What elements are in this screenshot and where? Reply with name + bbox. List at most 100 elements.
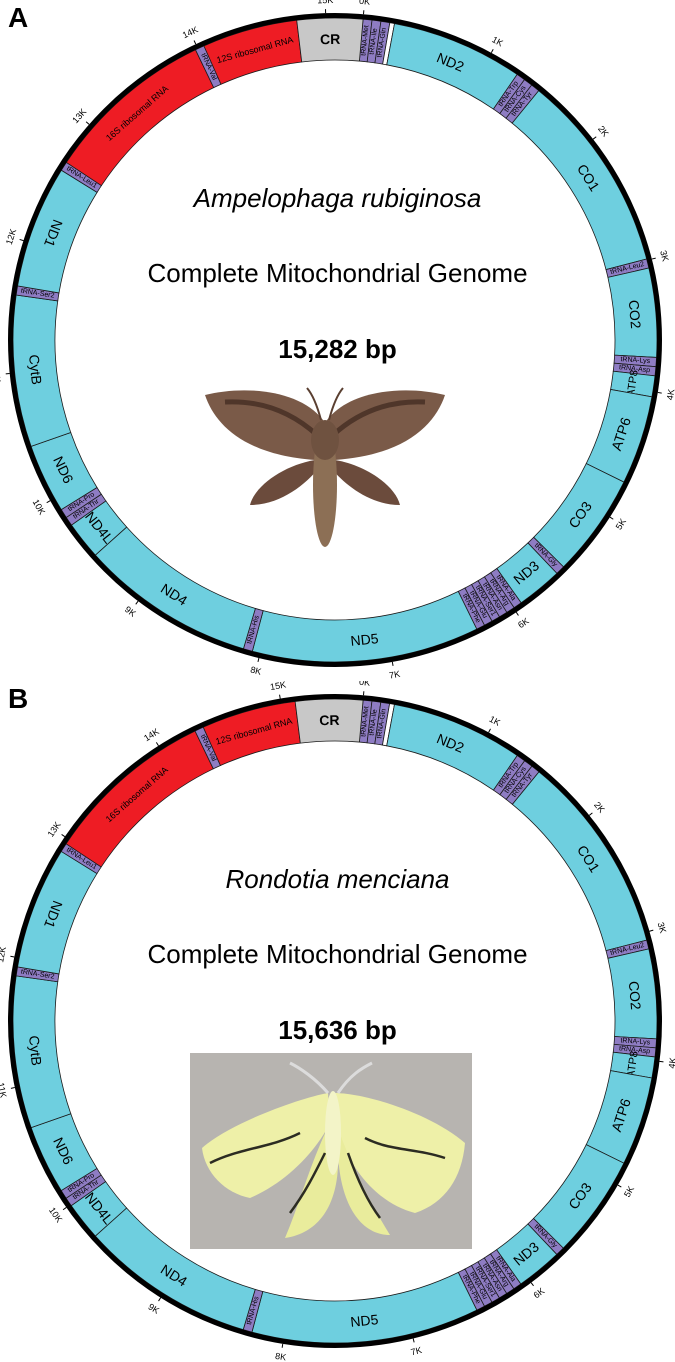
tick-mark <box>412 1338 415 1343</box>
tick-label: 10K <box>47 1205 64 1224</box>
tick-mark <box>651 257 656 260</box>
gene-label: tRNA-Ile <box>369 28 379 55</box>
tick-mark <box>46 500 51 504</box>
tick-label: 1K <box>488 714 502 728</box>
tick-label: 5K <box>614 517 628 532</box>
gene-segment <box>65 730 214 868</box>
gene-label: tRNA-Ile <box>369 709 379 736</box>
gene-label: ATP8 <box>625 1050 641 1078</box>
tick-mark <box>530 1282 534 1287</box>
yellow-moth-photo <box>190 1053 472 1249</box>
tick-mark <box>279 694 281 699</box>
tick-label: 3K <box>656 921 669 934</box>
tick-label: 14K <box>181 24 200 40</box>
genome-subtitle: Complete Mitochondrial Genome <box>147 939 528 969</box>
gene-label: ATP8 <box>625 369 641 397</box>
tick-mark <box>62 1207 67 1211</box>
tick-mark <box>657 391 662 394</box>
gene-segment <box>251 590 478 663</box>
tick-mark <box>135 600 139 605</box>
tick-mark <box>281 1343 284 1348</box>
tick-label: 0K <box>359 681 371 688</box>
gene-label: CytB <box>26 354 45 386</box>
gene-label: tRNA-Met <box>360 706 370 737</box>
gene-label: CO2 <box>626 980 644 1010</box>
gene-label: tRNA-Met <box>360 25 370 56</box>
genome-ring <box>8 13 662 667</box>
tick-label: 7K <box>410 1345 423 1357</box>
tick-label: 3K <box>658 249 670 262</box>
tick-mark <box>592 136 597 140</box>
gene-segment <box>511 771 648 952</box>
gene-label: ND5 <box>350 1311 380 1330</box>
gene-segment <box>65 49 215 187</box>
gene-label: tRNA-Gln <box>376 27 388 58</box>
genome-ring <box>8 694 662 1348</box>
tick-label: 9K <box>146 1301 161 1315</box>
tick-label: 15K <box>317 0 333 5</box>
tick-label: 11K <box>0 1082 9 1099</box>
tick-label: 14K <box>142 726 161 743</box>
tick-label: 9K <box>123 604 138 619</box>
tick-label: 15K <box>269 681 286 692</box>
tick-label: 4K <box>665 388 675 400</box>
tick-mark <box>490 49 494 54</box>
tick-label: 0K <box>359 0 371 7</box>
tick-mark <box>649 929 654 932</box>
gene-label: ND5 <box>350 630 380 649</box>
tick-label: 12K <box>4 228 18 246</box>
tick-mark <box>193 40 197 45</box>
tick-label: 11K <box>0 367 3 383</box>
tick-mark <box>158 1297 162 1302</box>
tick-label: 2K <box>592 800 607 815</box>
gene-segment <box>294 698 364 744</box>
panel-label: B <box>8 683 29 714</box>
tick-mark <box>617 1184 622 1188</box>
tick-label: 6K <box>516 616 531 630</box>
genome-size: 15,636 bp <box>278 1015 397 1045</box>
genome-map-b: tRNA-MettRNA-IletRNA-GlnND2tRNA-TrptRNA-… <box>0 681 675 1362</box>
tick-label: 1K <box>490 34 504 48</box>
gene-label: CR <box>320 31 340 47</box>
tick-mark <box>488 728 491 733</box>
tick-label: 8K <box>274 1351 286 1362</box>
tick-mark <box>19 238 24 242</box>
tick-label: 7K <box>388 669 401 681</box>
tick-mark <box>609 516 614 520</box>
tick-mark <box>515 611 519 616</box>
genome-size: 15,282 bp <box>278 334 397 364</box>
tick-label: 12K <box>0 946 8 964</box>
tick-label: 4K <box>667 1057 675 1069</box>
gene-segment <box>296 17 364 63</box>
tick-label: 2K <box>596 124 611 139</box>
gene-label: tRNA-Lys <box>620 1037 651 1046</box>
gene-segment <box>511 90 648 271</box>
gene-label: tRNA-Asp <box>619 1045 651 1055</box>
tick-mark <box>155 742 159 746</box>
tick-label: 6K <box>532 1286 547 1301</box>
gene-segment <box>251 1271 478 1344</box>
panel-label: A <box>8 2 29 33</box>
gene-label: tRNA-Asp <box>619 364 651 374</box>
tick-mark <box>257 657 260 663</box>
tick-mark <box>10 955 15 958</box>
tick-label: 8K <box>249 665 262 677</box>
gene-label: CO2 <box>626 299 644 329</box>
hawk-moth-photo <box>205 387 445 547</box>
tick-label: 10K <box>31 498 48 517</box>
genome-map-a: tRNA-MettRNA-IletRNA-GlnND2tRNA-TrptRNA-… <box>0 0 675 681</box>
tick-mark <box>61 834 66 838</box>
tick-mark <box>10 1087 15 1089</box>
species-name: Ampelophaga rubiginosa <box>193 183 482 213</box>
tick-mark <box>588 812 593 816</box>
tick-mark <box>85 121 90 125</box>
tick-mark <box>391 661 394 666</box>
species-name: Rondotia menciana <box>225 864 450 894</box>
gene-label: tRNA-Gln <box>376 708 388 739</box>
gene-label: CytB <box>26 1035 45 1067</box>
tick-label: 13K <box>46 820 63 839</box>
gene-label: CR <box>319 712 340 728</box>
genome-subtitle: Complete Mitochondrial Genome <box>147 258 528 288</box>
